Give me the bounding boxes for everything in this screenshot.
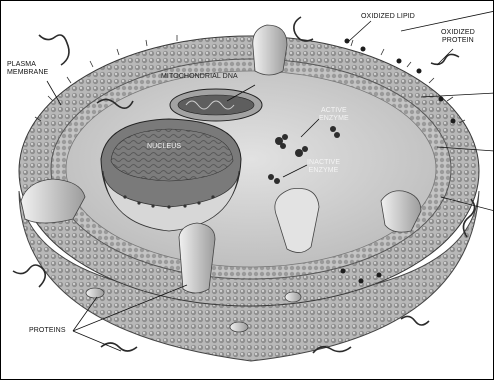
label-mitochondrial-dna: MITOCHONDRIAL DNA: [161, 73, 238, 81]
label-inactive-enzyme: INACTIVE ENZYME: [307, 159, 340, 175]
label-plasma-membrane: PLASMA MEMBRANE: [7, 61, 48, 77]
label-oxidized-lipid: OXIDIZED LIPID: [361, 13, 415, 21]
label-active-enzyme: ACTIVE ENZYME: [319, 107, 349, 123]
label-oxidized-protein: OXIDIZED PROTEIN: [441, 29, 475, 45]
label-nucleus: NUCLEUS: [147, 143, 181, 151]
label-proteins: PROTEINS: [29, 327, 66, 335]
